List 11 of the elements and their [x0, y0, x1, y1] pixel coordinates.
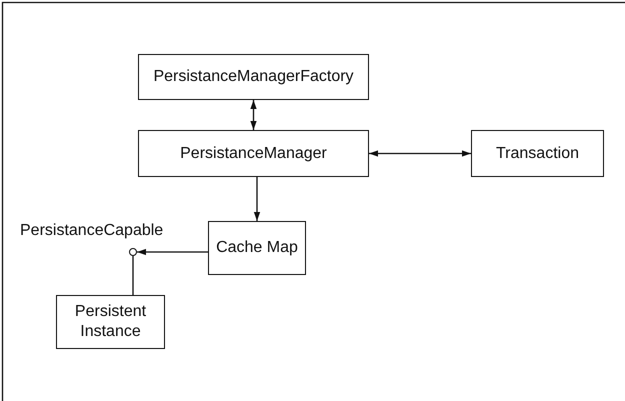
- class-box: Transaction: [471, 130, 604, 177]
- class-box: Cache Map: [208, 221, 306, 275]
- arrow: [369, 150, 471, 157]
- class-box: Persistent Instance: [56, 295, 165, 349]
- arrow: [137, 248, 208, 256]
- arrow: [250, 100, 257, 130]
- interface-label: PersistanceCapable: [20, 222, 164, 240]
- interface-circle: [129, 248, 137, 256]
- class-box: PersistanceManager: [138, 130, 369, 177]
- arrow: [254, 177, 260, 221]
- class-box: PersistanceManagerFactory: [138, 54, 369, 100]
